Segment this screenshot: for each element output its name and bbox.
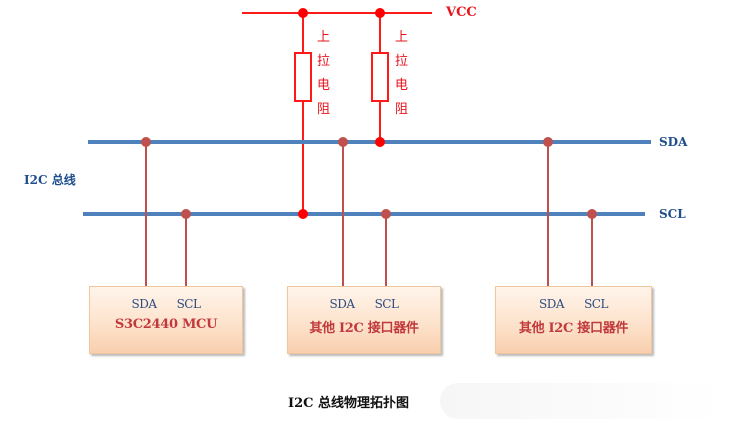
device-name: S3C2440 MCU xyxy=(114,317,218,332)
device-pins: SDA SCL xyxy=(90,297,242,311)
pullup-1-char: 上 xyxy=(317,30,331,45)
device-pins: SDA SCL xyxy=(496,297,651,311)
pullup-2-char: 上 xyxy=(395,30,409,45)
device-name: 其他 I2C 接口器件 xyxy=(518,321,629,336)
device-i2c-3: SDA SCL 其他 I2C 接口器件 xyxy=(495,286,652,354)
pullup-1-char: 拉 xyxy=(317,54,331,69)
pullup-1-char: 阻 xyxy=(317,102,331,117)
pullup-sda-junction xyxy=(375,137,385,147)
vcc-label: VCC xyxy=(446,5,477,20)
pullup-2-char: 阻 xyxy=(395,102,409,117)
pin-sda-label: SDA xyxy=(539,297,565,311)
scl-bus-label: SCL xyxy=(659,207,686,221)
vcc-junction-2 xyxy=(375,8,385,18)
pullup-2-label: 上 拉 电 阻 xyxy=(395,26,409,122)
device-i2c-2: SDA SCL 其他 I2C 接口器件 xyxy=(287,286,441,354)
device-name: 其他 I2C 接口器件 xyxy=(309,321,419,336)
caption-shadow xyxy=(440,383,720,419)
pullup-1-resistor xyxy=(294,52,312,102)
pullup-2-resistor xyxy=(371,52,389,102)
device3-scl-junction xyxy=(587,209,597,219)
device-mcu: SDA SCL S3C2440 MCU xyxy=(89,286,243,354)
pullup-2-char: 拉 xyxy=(395,54,409,69)
device2-sda-junction xyxy=(338,137,348,147)
pullup-1-char: 电 xyxy=(317,78,331,93)
mcu-sda-junction xyxy=(141,137,151,147)
mcu-scl-junction xyxy=(181,209,191,219)
device3-sda-junction xyxy=(543,137,553,147)
device2-scl-junction xyxy=(381,209,391,219)
sda-bus-label: SDA xyxy=(659,135,688,149)
vcc-junction-1 xyxy=(298,8,308,18)
pin-scl-label: SCL xyxy=(584,297,608,311)
pin-sda-label: SDA xyxy=(131,297,158,311)
bus-group-label: I2C 总线 xyxy=(24,173,76,187)
pullup-2-char: 电 xyxy=(395,78,409,93)
device-pins: SDA SCL xyxy=(288,297,440,311)
pin-scl-label: SCL xyxy=(374,297,399,311)
pin-scl-label: SCL xyxy=(176,297,201,311)
diagram-caption: I2C 总线物理拓扑图 xyxy=(288,396,409,411)
pin-sda-label: SDA xyxy=(329,297,356,311)
pullup-scl-junction xyxy=(298,209,308,219)
pullup-1-label: 上 拉 电 阻 xyxy=(317,26,331,122)
